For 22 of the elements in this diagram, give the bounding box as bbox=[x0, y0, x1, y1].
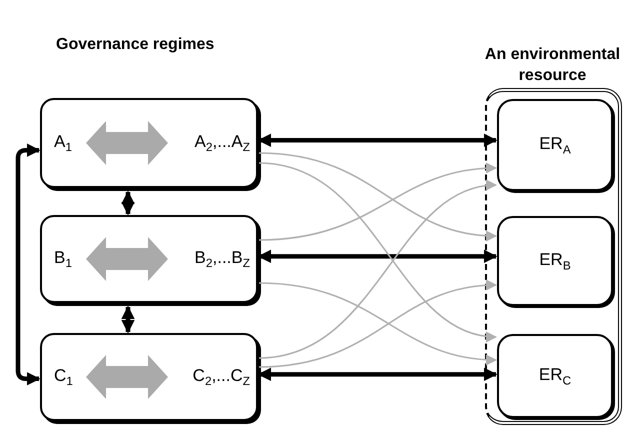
arrow bbox=[121, 306, 135, 334]
column-heading: Governance regimes bbox=[56, 36, 214, 54]
node-label: ER$_{A}$ bbox=[539, 134, 571, 156]
regime-box bbox=[40, 333, 258, 421]
arrow bbox=[121, 190, 135, 216]
regime-box bbox=[40, 98, 258, 188]
arrow bbox=[258, 162, 498, 342]
node-label: C$_{1}$ bbox=[54, 366, 73, 388]
node-label: B$_{2}$,...B$_{Z}$ bbox=[194, 248, 250, 270]
node-label: ER$_{B}$ bbox=[539, 250, 571, 272]
node-label: A$_{1}$ bbox=[54, 132, 72, 154]
resource-box bbox=[497, 216, 613, 306]
regime-box bbox=[40, 215, 258, 303]
group-heading: An environmental resource bbox=[484, 45, 622, 86]
resource-box bbox=[497, 334, 613, 418]
arrow bbox=[258, 180, 498, 359]
node-label: B$_{1}$ bbox=[54, 248, 72, 270]
node-label: A$_{2}$,...A$_{Z}$ bbox=[194, 132, 250, 154]
node-label: ER$_{C}$ bbox=[538, 364, 572, 388]
arrow bbox=[16, 143, 40, 386]
resource-box bbox=[497, 99, 613, 191]
node-label: C$_{2}$,...C$_{Z}$ bbox=[192, 366, 250, 388]
